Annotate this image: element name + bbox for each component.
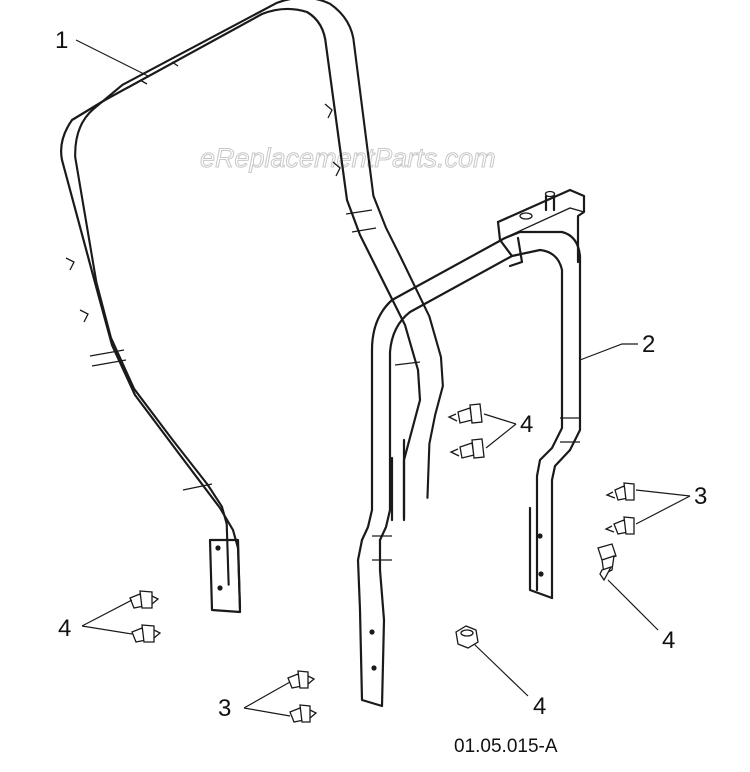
leader-4-bottom — [473, 643, 529, 697]
callout-part-1: 1 — [55, 27, 68, 54]
fastener-4-left-upper — [129, 590, 160, 609]
callout-part-3-right: 3 — [694, 483, 707, 510]
leader-3-right — [635, 489, 691, 525]
leader-2 — [579, 343, 638, 361]
callout-part-3-lower: 3 — [218, 695, 231, 722]
leader-4-center — [483, 413, 517, 449]
leader-4-left — [81, 599, 133, 635]
fastener-3-lower-lower — [289, 704, 318, 723]
drawing-number: 01.05.015-A — [454, 736, 558, 757]
part-2-handle-frame — [356, 188, 586, 708]
fastener-3-right-lower — [604, 516, 635, 535]
fastener-4-center-upper — [447, 403, 483, 424]
watermark-text: eReplacementParts.com — [200, 143, 496, 173]
fastener-4-bottom — [455, 625, 479, 649]
fastener-3-lower-upper — [287, 670, 316, 689]
leader-4-right — [607, 579, 659, 631]
fastener-4-right — [597, 543, 617, 582]
callout-part-4-bottom: 4 — [533, 693, 546, 720]
callout-part-4-left: 4 — [58, 615, 71, 642]
callout-part-2: 2 — [642, 331, 655, 358]
callout-part-4-center: 4 — [520, 411, 533, 438]
leader-3-lower — [243, 681, 291, 717]
fastener-4-left-lower — [131, 624, 162, 643]
fastener-4-center-lower — [449, 438, 485, 459]
leader-1 — [75, 39, 149, 77]
callout-part-4-right: 4 — [662, 627, 675, 654]
part-1-handle-frame — [60, 0, 444, 614]
fastener-3-right-upper — [605, 482, 635, 501]
